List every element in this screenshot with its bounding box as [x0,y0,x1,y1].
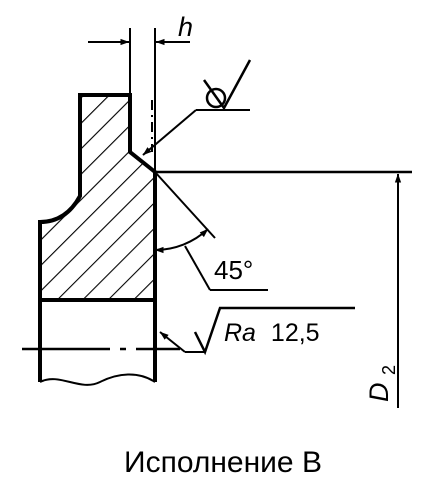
d2-subscript: 2 [379,365,399,375]
angle-label: 45° [214,255,253,285]
h-label: h [178,12,193,42]
body-outline [38,300,157,382]
chamfer-line [154,171,216,239]
roughness-value-label: 12,5 [271,319,320,347]
h-dimension: h [88,12,193,172]
roughness-symbol-label: Ra [224,319,256,347]
angle-arc [154,228,209,254]
d2-letter: D [364,383,394,403]
hatched-section [38,93,157,302]
roughness-label: Ra 12,5 [224,319,320,347]
break-line [39,373,156,386]
caption: Исполнение В [124,446,322,479]
angle-leader [184,245,268,291]
d2-label: D 2 [364,365,399,402]
machining-symbol [142,59,252,156]
roughness-symbol [159,306,355,356]
